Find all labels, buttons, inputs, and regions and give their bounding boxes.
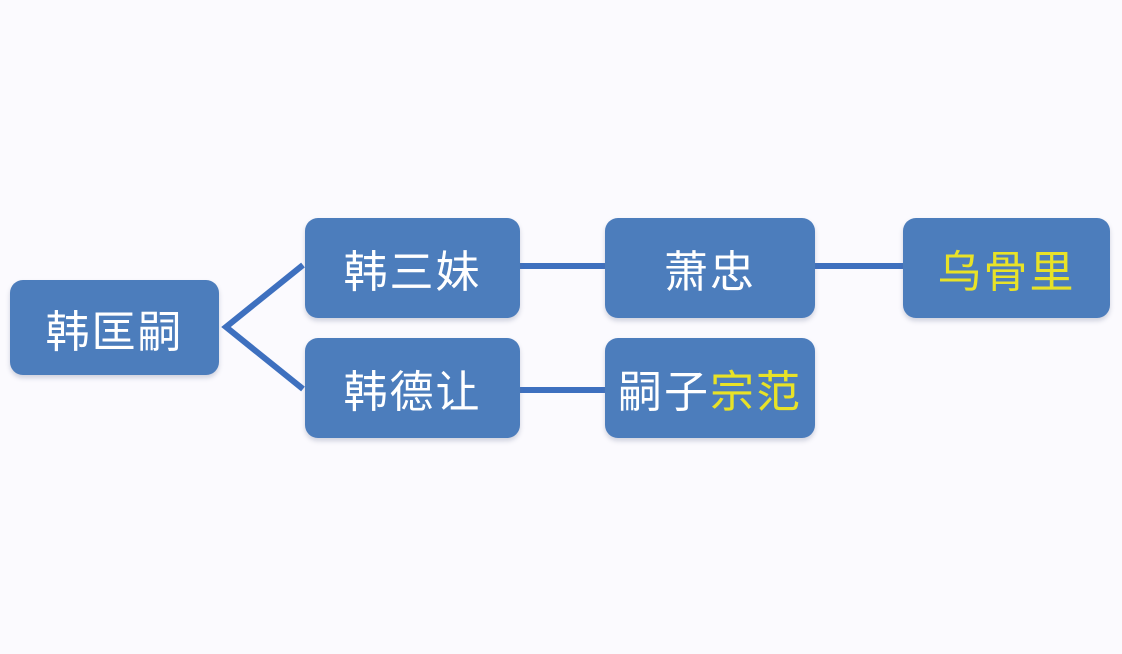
node-han-derang: 韩德让 <box>305 338 520 438</box>
node-han-sanmei-label: 韩三妹 <box>343 248 482 297</box>
node-sizi-zongfan: 嗣子宗范 <box>605 338 815 438</box>
node-xiao-zhong: 萧忠 <box>605 218 815 318</box>
node-sizi-zongfan-label-white: 嗣子 <box>618 368 710 417</box>
node-han-derang-label: 韩德让 <box>343 368 482 417</box>
node-han-kuangsi-label: 韩匡嗣 <box>45 307 184 357</box>
node-wu-guli-label: 乌骨里 <box>937 248 1076 297</box>
node-xiao-zhong-label: 萧忠 <box>664 248 756 297</box>
branch-connector-kuangsi-children <box>221 262 305 392</box>
node-wu-guli: 乌骨里 <box>903 218 1110 318</box>
node-sizi-zongfan-label-yellow: 宗范 <box>710 368 802 417</box>
node-han-kuangsi: 韩匡嗣 <box>10 280 219 375</box>
node-han-sanmei: 韩三妹 <box>305 218 520 318</box>
